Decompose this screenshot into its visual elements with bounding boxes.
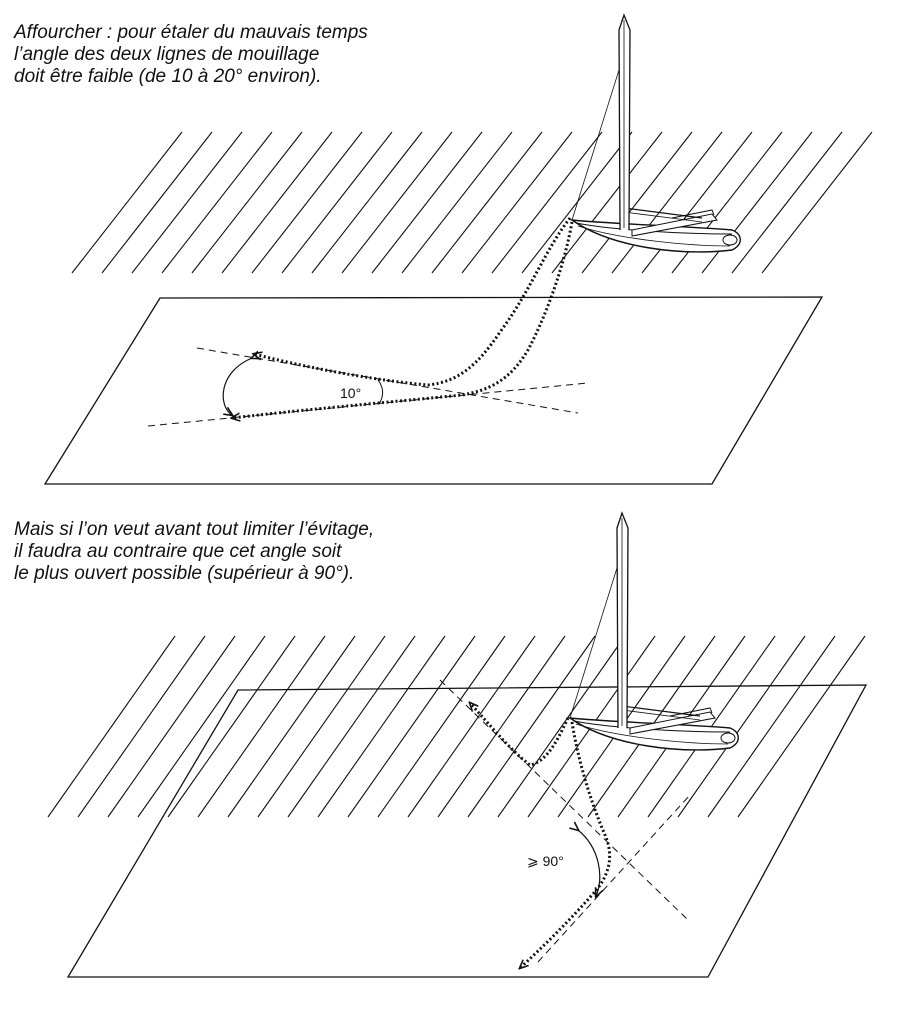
top-caption: Affourcher : pour étaler du mauvais temp… <box>14 22 368 88</box>
top-caption-line-2: l’angle des deux lignes de mouillage <box>14 44 320 65</box>
top-caption-line-3: doit être faible (de 10 à 20° environ). <box>14 66 322 87</box>
bottom-caption-line-1: Mais si l’on veut avant tout limiter l’é… <box>14 519 375 540</box>
bottom-reference-lines <box>439 679 691 963</box>
top-anchor-chains <box>232 217 574 418</box>
bottom-caption-line-3: le plus ouvert possible (supérieur à 90°… <box>14 563 355 584</box>
top-angle-label: 10° <box>340 385 361 401</box>
top-chain-lower <box>232 221 574 418</box>
bottom-anchor-chains <box>470 703 612 968</box>
top-angle-arc <box>222 358 252 415</box>
top-reference-lines <box>147 347 589 427</box>
bottom-chain-right <box>520 721 612 968</box>
bottom-caption: Mais si l’on veut avant tout limiter l’é… <box>14 519 374 585</box>
top-hatching <box>71 131 873 274</box>
bottom-angle-arc <box>578 830 600 896</box>
top-chain-upper <box>254 217 572 387</box>
top-diagram: 10° <box>43 14 873 485</box>
top-caption-line-1: Affourcher : pour étaler du mauvais temp… <box>14 22 368 43</box>
bottom-sailboat <box>569 512 739 751</box>
top-sailboat <box>571 14 741 253</box>
bottom-angle-label: ⩾ 90° <box>527 853 564 869</box>
bottom-hatching <box>47 635 866 818</box>
bottom-chain-left <box>470 703 570 767</box>
bottom-seabed-plane <box>66 684 868 978</box>
top-angle-small-arc <box>377 379 384 405</box>
top-seabed-plane <box>43 296 824 485</box>
bottom-diagram: ⩾ 90° <box>47 512 868 978</box>
bottom-caption-line-2: il faudra au contraire que cet angle soi… <box>14 541 342 562</box>
